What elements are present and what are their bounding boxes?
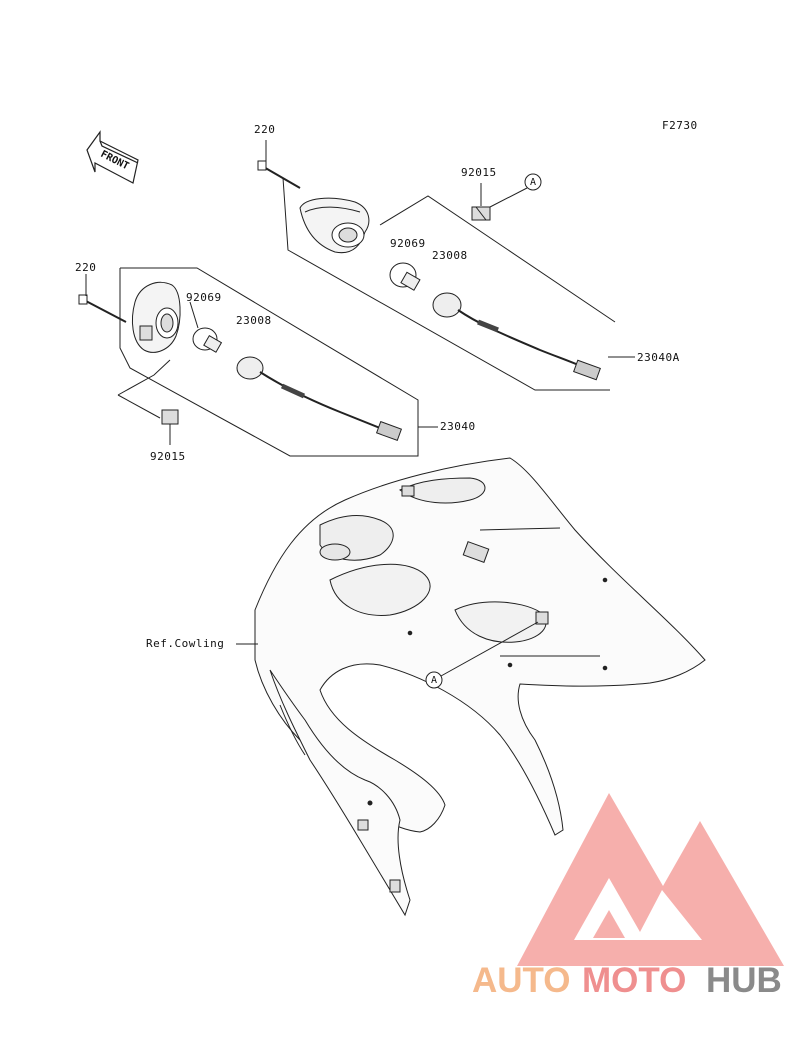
label-clip-92015-top: 92015 [461, 166, 497, 179]
bolt-220-left [79, 295, 126, 322]
clip-92015-top [472, 207, 490, 220]
bulb-92069-left [193, 328, 221, 352]
turn-signal-left-assembly [79, 268, 438, 456]
label-assy-23040: 23040 [440, 420, 476, 433]
cowling-leaders [236, 622, 538, 688]
callout-a-top: A [530, 177, 537, 188]
label-socket-23008-top: 23008 [432, 249, 468, 262]
turn-signal-right-assembly [258, 140, 635, 390]
automotohub-watermark: AUTO MOTO HUB [472, 963, 792, 1003]
label-assy-23040a: 23040A [637, 351, 680, 364]
bolt-220-top [258, 161, 300, 188]
cowling-lower-spine [270, 670, 410, 915]
cowling [255, 458, 705, 915]
label-bolt-220-left: 220 [75, 261, 97, 274]
watermark-hub: HUB [706, 961, 782, 1000]
label-bulb-92069-left: 92069 [186, 291, 222, 304]
lens-housing-top [300, 198, 369, 252]
label-bolt-220-top: 220 [254, 123, 276, 136]
callout-a-cowling: A [431, 675, 438, 686]
watermark-auto: AUTO [472, 961, 571, 1000]
figure-code: F2730 [662, 119, 698, 132]
socket-23008-left [237, 357, 401, 440]
label-ref-cowling: Ref.Cowling [146, 637, 225, 650]
label-clip-92015-left: 92015 [150, 450, 186, 463]
clip-92015-left [162, 410, 178, 445]
socket-23008-top [433, 293, 600, 380]
lens-housing-left [132, 282, 180, 352]
watermark-moto: MOTO [582, 961, 687, 1000]
bulb-92069-top [390, 263, 420, 290]
label-bulb-92069-top: 92069 [390, 237, 426, 250]
automotohub-logo-icon [517, 793, 784, 966]
label-socket-23008-left: 23008 [236, 314, 272, 327]
front-arrow-icon [86, 130, 139, 184]
